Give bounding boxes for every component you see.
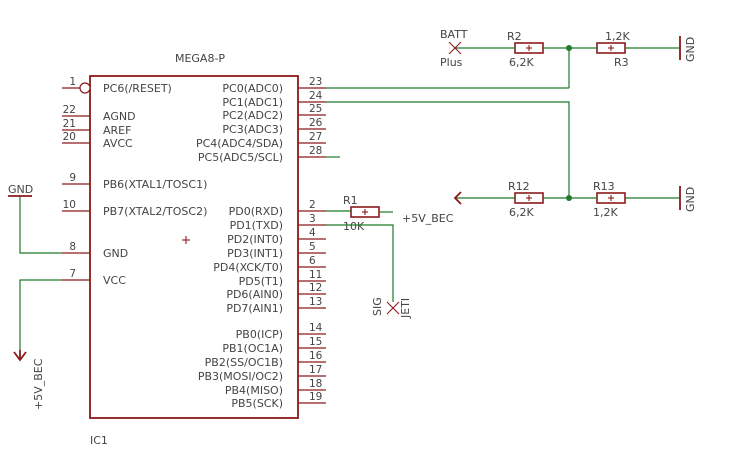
pin-number: 4 (309, 227, 316, 239)
resistor-r12-ref: R12 (508, 180, 530, 193)
junction-dot (566, 45, 572, 51)
pin-name: PB1(OC1A) (222, 342, 283, 355)
gnd-label-left: GND (8, 183, 33, 196)
pin-name: AREF (103, 124, 131, 137)
pin-number: 25 (309, 103, 322, 115)
pin-name: PB6(XTAL1/TOSC1) (103, 178, 207, 191)
pin-number: 23 (309, 76, 322, 88)
bec-arrow-right (453, 191, 462, 205)
gnd-label-r3: GND (684, 37, 697, 62)
resistor-r3-ref: R3 (614, 56, 629, 69)
pin-name: PC1(ADC1) (222, 96, 283, 109)
ic-ref: IC1 (90, 434, 108, 447)
pin-name: PB2(SS/OC1B) (205, 356, 283, 369)
pin-number: 26 (309, 117, 323, 129)
pin-name: AVCC (103, 137, 133, 150)
pin-number: 16 (309, 350, 323, 362)
pin-number: 20 (63, 131, 76, 143)
resistor-r13-value: 1,2K (593, 206, 618, 219)
pin-number: 9 (69, 172, 76, 184)
pin-name: PD5(T1) (239, 275, 283, 288)
pin-name: PC4(ADC4/SDA) (196, 137, 283, 150)
pin-name: PD6(AIN0) (226, 288, 283, 301)
pin-number: 22 (63, 104, 76, 116)
resistor-r1-value: 10K (343, 220, 365, 233)
ic-body (89, 75, 299, 419)
wire-vcc-left (19, 279, 62, 350)
pin-name: PB4(MISO) (225, 384, 283, 397)
plus-label: Plus (440, 56, 463, 69)
batt-label: BATT (440, 28, 468, 41)
resistor-r13-ref: R13 (593, 180, 615, 193)
pin-name: PB7(XTAL2/TOSC2) (103, 205, 207, 218)
pin-name: PC0(ADC0) (222, 82, 283, 95)
pin-number: 14 (309, 322, 323, 334)
pin-number: 8 (69, 241, 76, 253)
pin-name: PB0(ICP) (236, 328, 283, 341)
bec-label-left: +5V_BEC (32, 358, 45, 410)
pin-name: PC2(ADC2) (222, 109, 283, 122)
pin-number: 6 (309, 255, 316, 267)
resistor-r2-value: 6,2K (509, 56, 534, 69)
resistor-r2-ref: R2 (507, 30, 522, 43)
pin-name: VCC (103, 274, 126, 287)
pin-name: PD4(XCK/T0) (213, 261, 283, 274)
pin-number: 18 (309, 378, 322, 390)
wire-pd1-sig (326, 224, 394, 302)
pin-name: PB5(SCK) (231, 397, 283, 410)
pin-number: 13 (309, 296, 322, 308)
pin-number: 19 (309, 391, 322, 403)
resistor-r12-value: 6,2K (509, 206, 534, 219)
sig-cross (386, 301, 400, 315)
pin-number: 5 (309, 241, 316, 253)
pin-number: 17 (309, 364, 322, 376)
wire-pc1-vdiv (393, 101, 570, 198)
resistor-r3-value: 1,2K (605, 30, 630, 43)
pin-name: PC3(ADC3) (222, 123, 283, 136)
pin-number: 3 (309, 213, 316, 225)
pin-number: 28 (309, 145, 322, 157)
pin-number: 10 (63, 199, 76, 211)
jeti-label: JETI (399, 298, 412, 319)
pin-number: 1 (69, 76, 76, 88)
bec-label-right: +5V_BEC (402, 212, 454, 225)
pin-number: 27 (309, 131, 322, 143)
pin-name: PD1(TXD) (230, 219, 283, 232)
pin-name: PD7(AIN1) (226, 302, 283, 315)
pin-name: PC6(/RESET) (103, 82, 172, 95)
pin-number: 2 (309, 199, 316, 211)
gnd-label-r13: GND (684, 187, 697, 212)
pin-name: PD0(RXD) (229, 205, 283, 218)
pin-number: 15 (309, 336, 322, 348)
batt-cross (448, 41, 462, 55)
pin-name: PD2(INT0) (227, 233, 283, 246)
pin-number: 12 (309, 282, 322, 294)
pin-number: 24 (309, 90, 323, 102)
pin-name: PD3(INT1) (227, 247, 283, 260)
junction-dot (566, 195, 572, 201)
pin-name: PC5(ADC5/SCL) (198, 151, 283, 164)
sig-label: SIG (371, 297, 384, 316)
pin-number: 21 (63, 118, 76, 130)
pin-name: GND (103, 247, 128, 260)
inverted-pin-bubble (79, 82, 91, 94)
resistor-r1-ref: R1 (343, 194, 358, 207)
ic-name: MEGA8-P (175, 52, 225, 65)
pin-name: PB3(MOSI/OC2) (198, 370, 283, 383)
pin-number: 11 (309, 269, 322, 281)
pin-number: 7 (69, 268, 76, 280)
pin-name: AGND (103, 110, 136, 123)
wire-gnd-left (19, 196, 62, 254)
